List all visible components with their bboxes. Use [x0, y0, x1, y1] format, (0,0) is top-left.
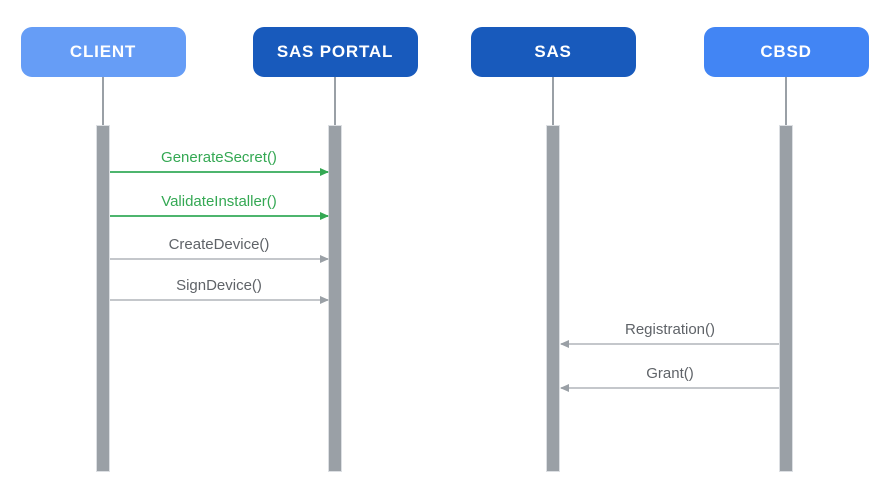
message-label-create-device: CreateDevice()	[168, 236, 270, 253]
message-arrow-validate-installer	[110, 211, 329, 220]
arrowhead-left-icon	[560, 383, 569, 392]
message-label-validate-installer: ValidateInstaller()	[161, 193, 277, 210]
lifeline-cbsd	[785, 77, 787, 125]
actor-box-sas-portal: SAS PORTAL	[252, 27, 418, 77]
actor-box-sas: SAS	[470, 27, 636, 77]
actor-label-sas: SAS	[534, 42, 572, 61]
message-label-registration: Registration()	[624, 321, 716, 338]
lifeline-sas	[552, 77, 554, 125]
activation-bar-client	[96, 125, 110, 472]
arrowhead-right-icon	[320, 211, 329, 220]
arrowhead-left-icon	[560, 339, 569, 348]
message-arrow-create-device	[110, 254, 329, 263]
message-arrow-grant	[560, 383, 779, 392]
actor-box-client: CLIENT	[20, 27, 186, 77]
message-arrow-registration	[560, 339, 779, 348]
actor-label-client: CLIENT	[69, 42, 137, 61]
activation-bar-sas-portal	[328, 125, 342, 472]
message-arrow-sign-device	[110, 295, 329, 304]
arrowhead-right-icon	[320, 167, 329, 176]
message-label-generate-secret: GenerateSecret()	[161, 149, 277, 166]
message-label-grant: Grant()	[646, 365, 694, 382]
activation-bar-sas	[546, 125, 560, 472]
lifeline-sas-portal	[334, 77, 336, 125]
actor-label-sas-portal: SAS PORTAL	[276, 42, 394, 61]
activation-bar-cbsd	[779, 125, 793, 472]
lifeline-client	[102, 77, 104, 125]
actor-box-cbsd: CBSD	[703, 27, 869, 77]
arrowhead-right-icon	[320, 295, 329, 304]
arrowhead-right-icon	[320, 254, 329, 263]
message-arrow-generate-secret	[110, 167, 329, 176]
message-label-sign-device: SignDevice()	[176, 277, 262, 294]
actor-label-cbsd: CBSD	[760, 42, 812, 61]
